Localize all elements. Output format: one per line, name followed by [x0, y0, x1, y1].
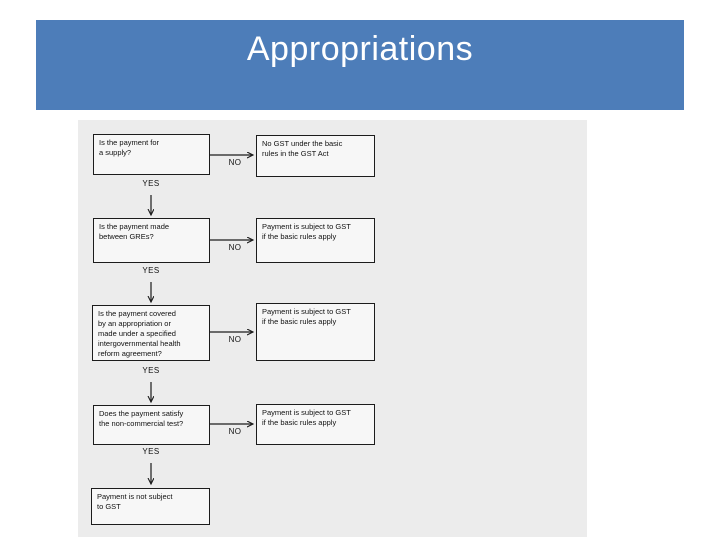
branch-label-no-3: NO [228, 335, 242, 344]
flow-box-appropriation-covered-question: Is the payment covered by an appropriati… [92, 305, 210, 361]
flow-box-non-commercial-test-question: Does the payment satisfy the non-commerc… [93, 405, 210, 445]
flow-box-payment-for-supply-question: Is the payment for a supply? [93, 134, 210, 175]
flow-box-not-subject-to-gst-result: Payment is not subject to GST [91, 488, 210, 525]
flow-box-payment-between-gres-question: Is the payment made between GREs? [93, 218, 210, 263]
branch-label-yes-3: YES [142, 366, 160, 375]
flow-box-subject-to-gst-result-3: Payment is subject to GST if the basic r… [256, 404, 375, 445]
branch-label-no-4: NO [228, 427, 242, 436]
branch-label-yes-4: YES [142, 447, 160, 456]
flow-box-subject-to-gst-result-2: Payment is subject to GST if the basic r… [256, 303, 375, 361]
flow-box-no-gst-basic-rules-result: No GST under the basic rules in the GST … [256, 135, 375, 177]
title-band: Appropriations [36, 20, 684, 110]
branch-label-yes-2: YES [142, 266, 160, 275]
slide-title: Appropriations [246, 30, 474, 68]
branch-label-no-2: NO [228, 243, 242, 252]
flow-box-subject-to-gst-result-1: Payment is subject to GST if the basic r… [256, 218, 375, 263]
branch-label-no-1: NO [228, 158, 242, 167]
branch-label-yes-1: YES [142, 179, 160, 188]
